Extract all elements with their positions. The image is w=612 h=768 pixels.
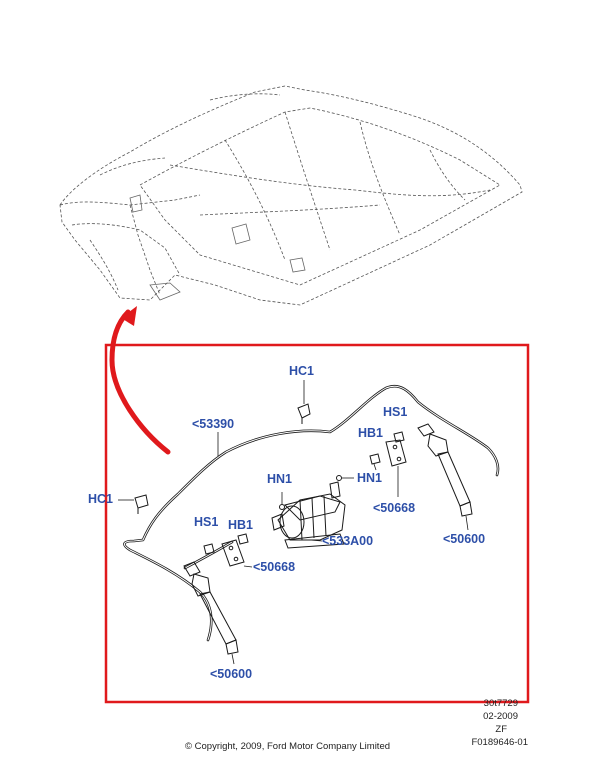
- label-cylinder-right: <50600: [443, 532, 485, 546]
- hydraulic-cylinder-right: [417, 423, 473, 531]
- hydraulic-pump-motor: [271, 481, 346, 549]
- bracket-left: [221, 539, 253, 568]
- label-hs1-right: HS1: [383, 405, 407, 419]
- detail-highlight-frame: [104, 343, 530, 704]
- label-hb1-right: HB1: [358, 426, 383, 440]
- label-hose: <53390: [192, 417, 234, 431]
- hs1-screw-left: [203, 543, 215, 555]
- footer-copyright: © Copyright, 2009, Ford Motor Company Li…: [185, 741, 390, 752]
- label-hs1-left: HS1: [194, 515, 218, 529]
- hn1-nut-right: [336, 475, 354, 481]
- hose-clip-top: [297, 403, 311, 424]
- label-hn1-left: HN1: [267, 472, 292, 486]
- footer-figure-id: F0189646-01: [471, 737, 528, 748]
- hn1-nut-left: [279, 492, 285, 510]
- label-bracket-left: <50668: [253, 560, 295, 574]
- label-cylinder-left: <50600: [210, 667, 252, 681]
- hs1-screw-right: [393, 431, 405, 443]
- label-pump: <533A00: [322, 534, 373, 548]
- hydraulic-hose: [123, 384, 500, 642]
- hose-clip-left: [134, 494, 149, 514]
- label-hb1-left: HB1: [228, 518, 253, 532]
- detail-callout-arrow: [109, 306, 171, 455]
- footer-date: 02-2009: [483, 711, 518, 722]
- hydraulic-cylinder-left: [183, 561, 239, 665]
- footer-ref-code: 30t7729: [484, 698, 518, 709]
- label-hn1-right: HN1: [357, 471, 382, 485]
- label-hc1-left: HC1: [88, 492, 113, 506]
- hb1-bolt-right: [369, 453, 381, 471]
- label-bracket-right: <50668: [373, 501, 415, 515]
- footer-revision: ZF: [495, 724, 507, 735]
- hb1-bolt-left: [237, 533, 249, 545]
- bracket-right: [385, 439, 407, 497]
- label-hc1-top: HC1: [289, 364, 314, 378]
- roof-overview-illustration: [59, 85, 523, 306]
